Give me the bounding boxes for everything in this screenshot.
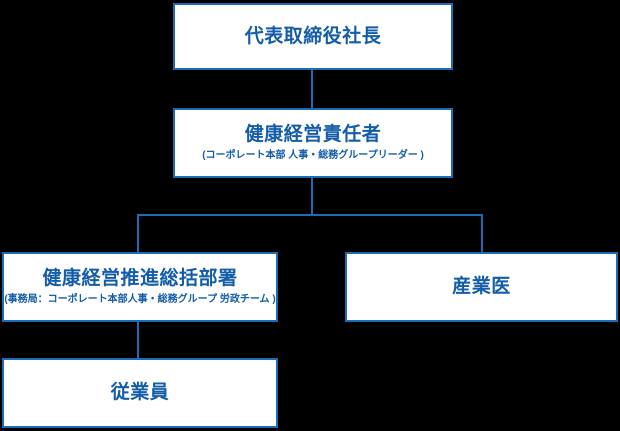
connector-dept-to-employees: [137, 322, 139, 358]
node-promotion-dept: 健康経営推進総括部署 (事務局：コーポレート本部人事・総務グループ 労政チーム …: [2, 252, 278, 322]
node-health-officer-title: 健康経営責任者: [244, 123, 382, 145]
node-president-title: 代表取締役社長: [244, 25, 382, 47]
node-employees-title: 従業員: [110, 382, 170, 404]
node-president: 代表取締役社長: [173, 3, 453, 70]
connector-officer-stem: [311, 178, 313, 215]
node-promotion-dept-title: 健康経営推進総括部署: [42, 267, 238, 289]
connector-president-to-officer: [311, 70, 313, 108]
node-employees: 従業員: [2, 358, 278, 428]
node-occupational-physician-title: 産業医: [452, 276, 511, 298]
connector-branch-to-promotion-dept: [137, 214, 139, 253]
node-promotion-dept-subtitle: (事務局：コーポレート本部人事・総務グループ 労政チーム ): [4, 294, 276, 306]
connector-branch-horizontal: [137, 214, 483, 216]
connector-branch-to-occupational-physician: [481, 214, 483, 253]
node-health-officer-subtitle: (コーポレート本部 人事・総務グループリーダー ): [202, 150, 424, 162]
node-occupational-physician: 産業医: [345, 252, 618, 322]
node-health-officer: 健康経営責任者 (コーポレート本部 人事・総務グループリーダー ): [173, 108, 453, 178]
